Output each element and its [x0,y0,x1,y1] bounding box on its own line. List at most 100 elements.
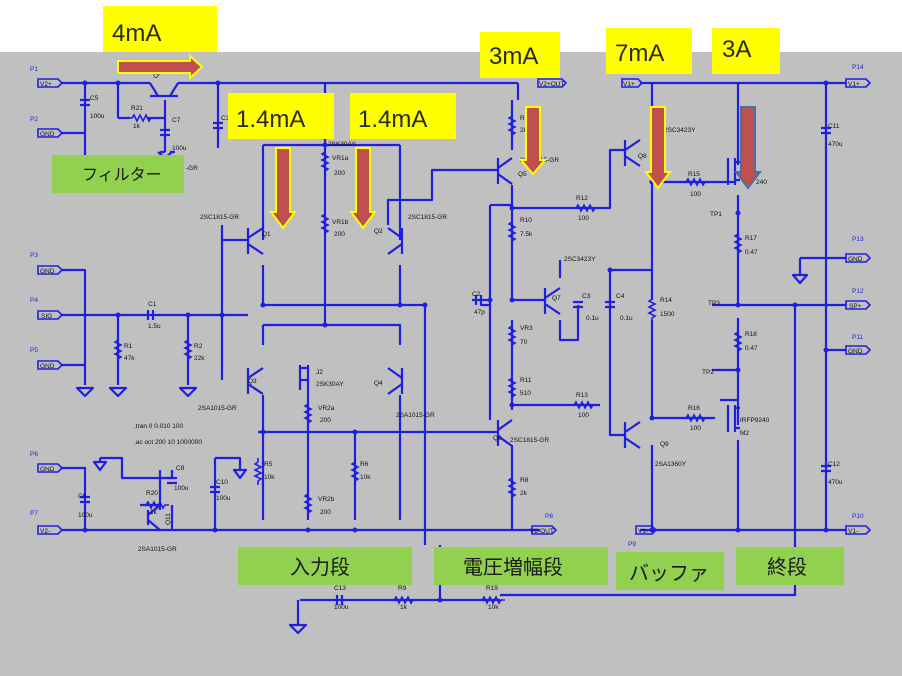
svg-text:電圧増幅段: 電圧増幅段 [463,555,563,579]
svg-text:P5: P5 [30,347,38,354]
svg-text:3A: 3A [722,36,751,63]
svg-text:.ac oct 200 10 1000000: .ac oct 200 10 1000000 [134,439,202,446]
svg-text:47p: 47p [474,309,485,316]
capacitors [80,98,831,605]
current-label-4ma: 4mA [103,6,217,52]
svg-text:Q5: Q5 [518,171,527,178]
svg-text:R20: R20 [146,490,158,497]
svg-text:R5: R5 [264,461,273,468]
svg-text:C3: C3 [582,293,591,300]
svg-text:R8: R8 [520,477,529,484]
svg-text:GND: GND [40,131,55,138]
svg-text:P13: P13 [852,236,864,243]
svg-text:2SA1015-GR: 2SA1015-GR [396,412,435,419]
arrow-right-4ma [117,53,204,81]
port-v1-plus-top[interactable]: V1+ [621,78,644,88]
svg-text:P12: P12 [852,288,864,295]
current-labels: 4mA 1.4mA 1.4mA 3mA 7mA 3A [103,6,780,139]
svg-text:C1: C1 [148,301,157,308]
svg-text:2SA1015-GR: 2SA1015-GR [198,405,237,412]
svg-text:100: 100 [690,191,701,198]
svg-text:10k: 10k [488,604,499,611]
svg-text:M2: M2 [740,430,749,437]
svg-text:Q1: Q1 [262,231,271,238]
svg-text:VR3: VR3 [520,325,533,332]
svg-text:2SK30AY: 2SK30AY [316,381,344,388]
svg-text:P8: P8 [545,513,553,520]
svg-text:1k: 1k [150,509,158,516]
svg-text:22k: 22k [194,355,205,362]
svg-text:P3: P3 [30,252,38,259]
svg-text:10k: 10k [360,474,371,481]
current-label-3ma: 3mA [480,32,560,78]
svg-text:C5: C5 [90,95,99,102]
svg-text:2k: 2k [520,127,528,134]
svg-text:R15: R15 [688,171,700,178]
svg-text:R21: R21 [131,105,143,112]
svg-text:VR2a: VR2a [318,405,335,412]
svg-text:P11: P11 [852,334,863,341]
arrow-down-q5 [518,106,548,176]
svg-text:200: 200 [320,509,331,516]
stage-label-input: 入力段 [238,547,412,585]
port-v2-plus-out[interactable]: V2+OUT [537,78,568,88]
svg-text:200: 200 [320,417,331,424]
svg-text:100: 100 [578,412,589,419]
arrow-down-q1 [269,147,297,230]
current-label-3a: 3A [712,28,780,74]
svg-text:Q6: Q6 [493,435,502,442]
svg-text:470u: 470u [828,141,843,148]
svg-text:VR1a: VR1a [332,155,349,162]
svg-text:R19: R19 [486,585,498,592]
svg-text:1k: 1k [400,604,408,611]
svg-text:0.47: 0.47 [745,249,758,256]
svg-text:Q7: Q7 [552,295,561,302]
svg-text:R12: R12 [576,195,588,202]
svg-text:P6: P6 [30,451,38,458]
svg-text:P1: P1 [30,66,38,73]
svg-text:C4: C4 [616,293,625,300]
svg-text:0.47: 0.47 [745,345,758,352]
svg-text:Q4: Q4 [374,380,383,387]
svg-text:2SA1360Y: 2SA1360Y [655,461,687,468]
svg-text:100u: 100u [78,512,93,519]
current-arrows [117,53,762,230]
svg-text:1.4mA: 1.4mA [358,106,427,133]
svg-text:Q11: Q11 [165,513,172,525]
stage-labels: フィルター 入力段 電圧増幅段 バッファ 終段 [52,155,844,590]
svg-text:2SA1015-GR: 2SA1015-GR [138,546,177,553]
svg-text:2SC1815-GR: 2SC1815-GR [510,437,549,444]
svg-text:2SC3423Y: 2SC3423Y [664,127,696,134]
svg-text:V1-: V1- [848,528,858,535]
stage-label-vas: 電圧増幅段 [434,547,608,585]
svg-text:P4: P4 [30,297,38,304]
svg-text:R10: R10 [520,217,532,224]
svg-text:100u: 100u [334,604,349,611]
svg-text:V1-: V1- [638,528,648,535]
svg-text:Q2: Q2 [374,228,383,235]
svg-text:R16: R16 [688,405,700,412]
svg-text:V2+: V2+ [40,81,52,88]
svg-text:2k: 2k [520,490,528,497]
svg-text:GND: GND [848,348,863,355]
svg-text:C12: C12 [828,461,840,468]
svg-text:240: 240 [756,179,767,186]
svg-text:4mA: 4mA [112,20,161,47]
current-label-1-4ma-right: 1.4mA [350,93,456,139]
current-label-1-4ma-left: 1.4mA [228,93,334,139]
